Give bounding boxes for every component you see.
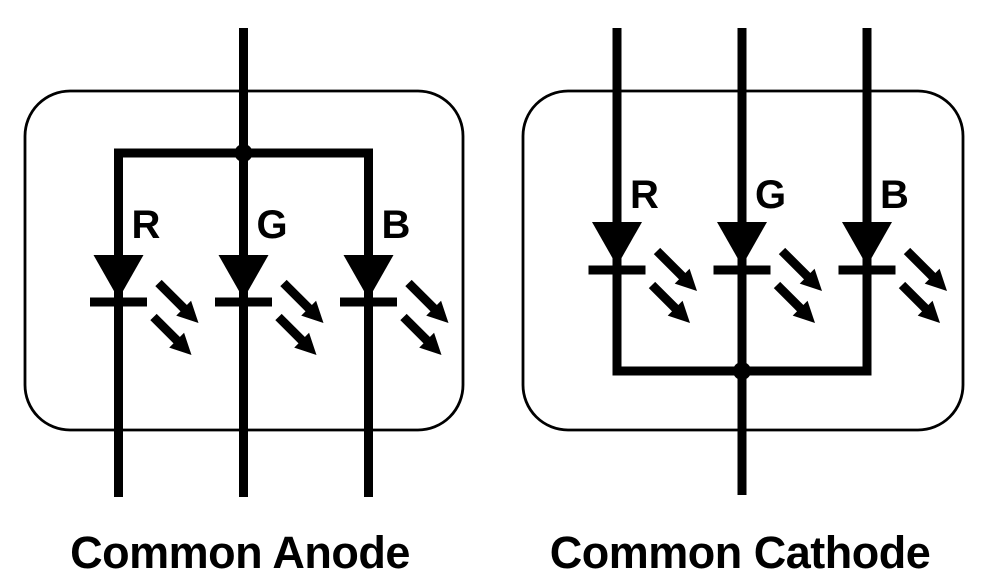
led-triangle [842,222,892,266]
light-emission-arrow-icon [155,279,199,323]
light-emission-arrow-icon [898,281,940,323]
led-triangle [218,255,269,299]
light-emission-arrow-icon [150,313,192,355]
led-cathode-bar [90,297,147,307]
led-symbol-r: R [588,173,697,323]
led-cathode-bar [215,297,272,307]
junction-dot [733,362,751,380]
led-channel-label: G [755,173,786,217]
light-emission-arrow-icon [280,279,324,323]
led-symbol-r: R [90,203,199,355]
led-channel-label: B [382,203,411,247]
led-triangle [717,222,767,266]
led-cathode-bar [838,265,896,275]
led-symbol-b: B [340,203,449,355]
light-emission-arrow-icon [778,247,822,291]
light-emission-arrow-icon [648,281,690,323]
light-emission-arrow-icon [653,247,697,291]
light-emission-arrow-icon [773,281,815,323]
light-emission-arrow-icon [405,279,449,323]
led-triangle [93,255,144,299]
led-channel-label: G [257,203,288,247]
led-triangle [343,255,394,299]
led-cathode-bar [713,265,771,275]
caption-common-anode: Common Anode [70,527,410,578]
led-channel-label: B [880,173,909,217]
led-cathode-bar [340,297,397,307]
light-emission-arrow-icon [400,313,442,355]
led-channel-label: R [132,203,161,247]
light-emission-arrow-icon [275,313,317,355]
led-symbol-g: G [713,173,822,323]
led-cathode-bar [588,265,646,275]
led-symbol-g: G [215,203,324,355]
caption-common-cathode: Common Cathode [549,527,931,578]
led-channel-label: R [630,173,659,217]
led-symbol-b: B [838,173,947,323]
led-triangle [592,222,642,266]
light-emission-arrow-icon [903,247,947,291]
junction-dot [234,144,253,162]
